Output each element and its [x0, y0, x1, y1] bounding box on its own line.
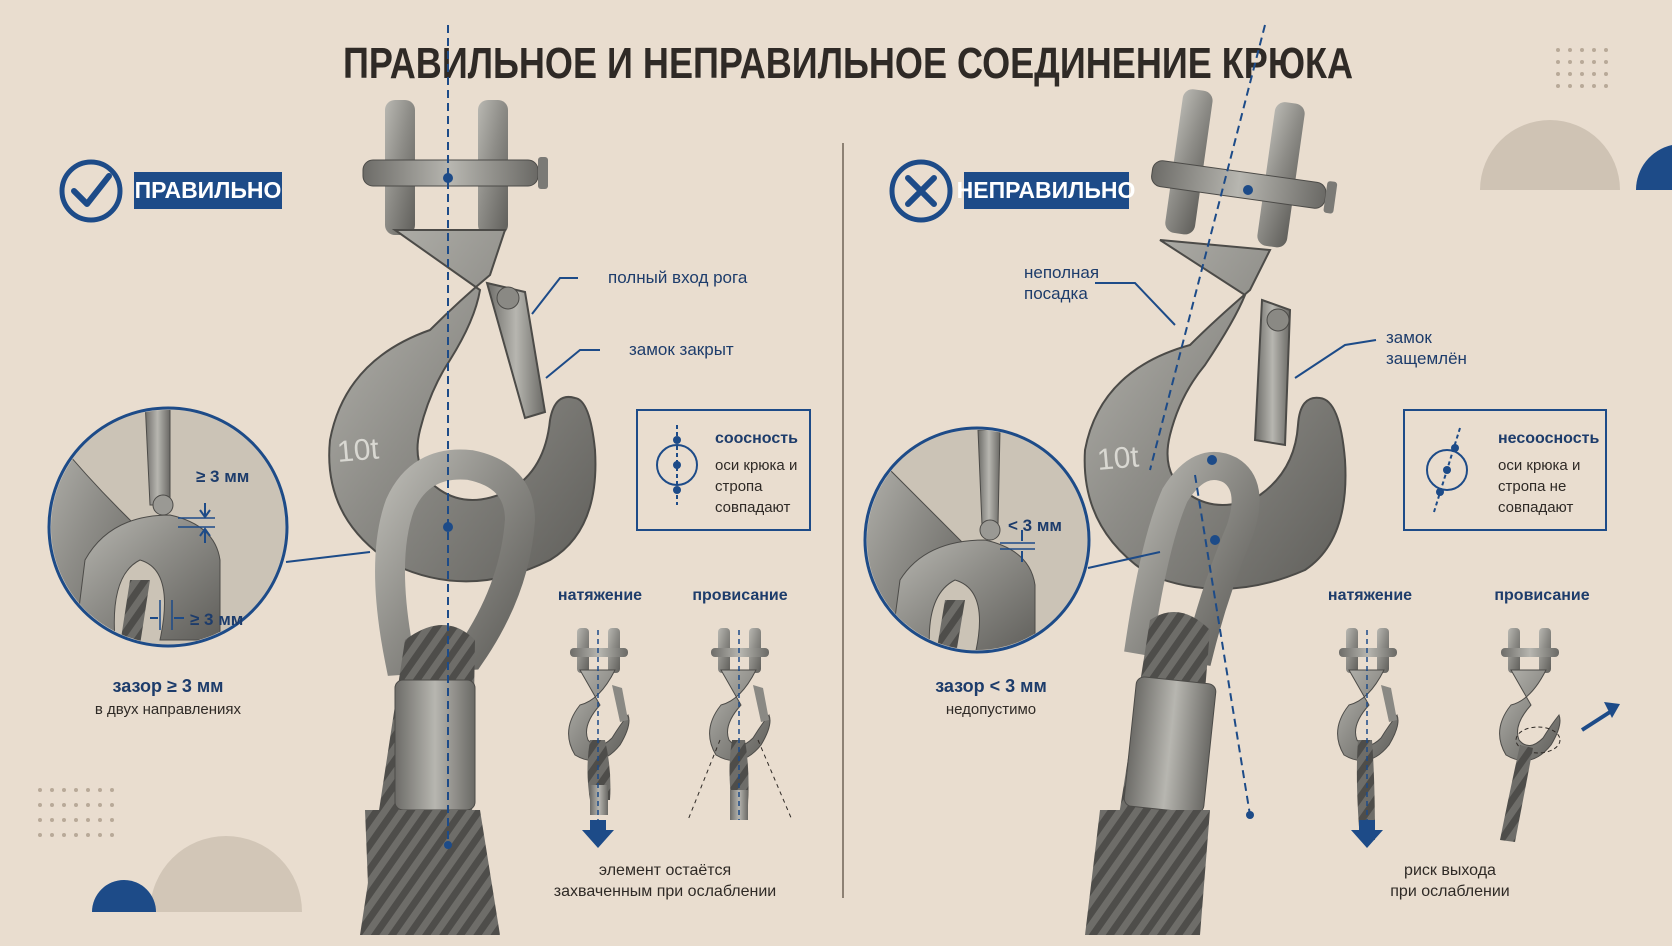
- mini-hook-slack-left: [687, 628, 793, 821]
- alignment-text-left-1: оси крюка и: [715, 457, 797, 474]
- callout-seat-1: неполная: [1024, 263, 1099, 282]
- gap-top-label-right: < 3 мм: [1008, 516, 1062, 535]
- footer-right-1: риск выхода: [1404, 862, 1496, 879]
- alignment-text-left-2: стропа: [715, 478, 763, 495]
- sling-axis-line-right: [1194, 474, 1251, 816]
- panel-correct: ПРАВИЛЬНО 10t полный вход рога замок з: [47, 25, 811, 935]
- decor-semicircle-navy-bottom: [92, 880, 156, 912]
- mini-hook-slack-right: [1499, 628, 1620, 842]
- hook-incorrect: 10t: [1083, 89, 1347, 935]
- alignment-box-correct: соосность оси крюка и стропа совпадают: [636, 409, 811, 531]
- gap-caption-right: зазор < 3 мм: [935, 676, 1047, 696]
- alignment-text-right-3: совпадают: [1498, 499, 1573, 516]
- alignment-text-right-1: оси крюка и: [1498, 457, 1580, 474]
- gap-sub-right: недопустимо: [946, 701, 1036, 718]
- cross-icon: [889, 159, 953, 223]
- callout-latch-closed: замок закрыт: [629, 340, 734, 359]
- panel-incorrect: НЕПРАВИЛЬНО 10t неполная посадка: [863, 24, 1620, 935]
- alignment-box-incorrect: несоосность оси крюка и стропа не совпад…: [1403, 409, 1607, 531]
- alignment-icon: [656, 425, 698, 505]
- decor-dots-top-right: [1556, 48, 1608, 88]
- footer-left-2: захваченным при ослаблении: [554, 883, 776, 900]
- hook-capacity-mark-left: 10t: [336, 432, 381, 469]
- detail-lens-correct: ≥ 3 мм ≥ 3 мм: [47, 406, 289, 648]
- state-slack-label-left: провисание: [692, 587, 787, 604]
- decor-semicircle-navy: [1635, 145, 1672, 190]
- hook-correct: 10t: [328, 100, 597, 935]
- badge-correct-label: ПРАВИЛЬНО: [135, 177, 282, 203]
- alignment-text-left-3: совпадают: [715, 499, 790, 516]
- mini-hook-tension-left: [568, 628, 630, 848]
- callout-horn-full: полный вход рога: [608, 268, 748, 287]
- gap-side-label-left: ≥ 3 мм: [190, 610, 243, 629]
- gap-caption-left: зазор ≥ 3 мм: [113, 676, 224, 696]
- page-title: ПРАВИЛЬНОЕ И НЕПРАВИЛЬНОЕ СОЕДИНЕНИЕ КРЮ…: [343, 39, 1353, 88]
- detail-lens-incorrect: < 3 мм: [863, 426, 1091, 654]
- misalignment-icon: [1426, 427, 1468, 513]
- callout-seat-2: посадка: [1024, 284, 1088, 303]
- alignment-title-right: несоосность: [1498, 430, 1599, 447]
- callout-latch-pinched-1: замок: [1386, 328, 1432, 347]
- badge-incorrect-label: НЕПРАВИЛЬНО: [957, 177, 1136, 203]
- gap-top-label-left: ≥ 3 мм: [196, 467, 249, 486]
- state-tension-label-left: натяжение: [558, 587, 642, 604]
- alignment-text-right-2: стропа не: [1498, 478, 1566, 495]
- footer-left-1: элемент остаётся: [599, 862, 731, 879]
- mini-hook-tension-right: [1337, 628, 1399, 848]
- hook-axis-line-right: [1149, 24, 1266, 471]
- badge-correct: [134, 172, 282, 209]
- badge-incorrect: [964, 172, 1129, 209]
- exit-arrow-icon: [1580, 710, 1612, 732]
- hook-capacity-mark-right: 10t: [1096, 440, 1141, 477]
- alignment-title-left: соосность: [715, 430, 798, 447]
- check-icon: [59, 159, 123, 223]
- gap-sub-left: в двух направлениях: [95, 701, 242, 718]
- state-tension-label-right: натяжение: [1328, 587, 1412, 604]
- footer-right-2: при ослаблении: [1390, 883, 1509, 900]
- callout-latch-pinched-2: защемлён: [1386, 349, 1467, 368]
- state-slack-label-right: провисание: [1494, 587, 1589, 604]
- decor-dots-bottom-left: [38, 788, 114, 837]
- decor-semicircle-beige-bottom: [150, 836, 302, 912]
- decor-semicircle-beige: [1480, 120, 1620, 190]
